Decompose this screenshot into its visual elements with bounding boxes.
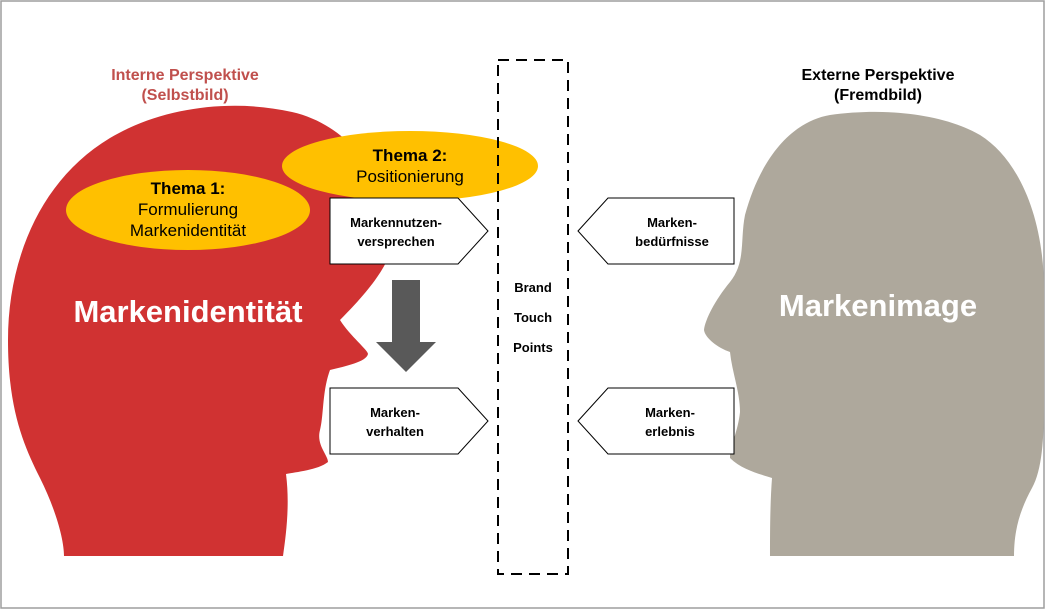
- internal-perspective-subtitle: (Selbstbild): [141, 87, 228, 104]
- theme-1-ellipse: [66, 170, 310, 250]
- touchpoints-box: [497, 59, 569, 575]
- experience-arrow-shape: [577, 387, 735, 455]
- needs-arrow-line-1: Marken-: [647, 215, 697, 230]
- external-perspective-title: Externe Perspektive: [802, 67, 955, 84]
- behavior-arrow-shape: [329, 387, 489, 455]
- experience-arrow-line-2: erlebnis: [645, 424, 695, 439]
- theme-1-line-1: Formulierung: [138, 200, 238, 219]
- theme-2-ellipse: [282, 131, 538, 201]
- experience-arrow-line-1: Marken-: [645, 405, 695, 420]
- internal-perspective-title: Interne Perspektive: [111, 67, 259, 84]
- markenidentitaet-label: Markenidentität: [73, 294, 302, 329]
- touchpoints-line-1: Brand: [514, 280, 552, 295]
- markenimage-label: Markenimage: [779, 288, 977, 323]
- theme-1-line-2: Markenidentität: [130, 221, 247, 240]
- external-perspective-subtitle: (Fremdbild): [834, 87, 922, 104]
- theme-1-title: Thema 1:: [151, 179, 226, 198]
- behavior-arrow-line-2: verhalten: [366, 424, 424, 439]
- touchpoints-line-2: Touch: [514, 310, 552, 325]
- promise-arrow-line-1: Markennutzen-: [350, 215, 442, 230]
- theme-2-text: Positionierung: [356, 167, 464, 186]
- behavior-arrow-line-1: Marken-: [370, 405, 420, 420]
- promise-arrow-line-2: versprechen: [357, 234, 434, 249]
- down-arrow-icon: [376, 280, 436, 372]
- needs-arrow-shape: [577, 197, 735, 265]
- theme-2-title: Thema 2:: [373, 146, 448, 165]
- external-head-silhouette: [704, 111, 1044, 557]
- promise-arrow-shape: [329, 197, 489, 265]
- needs-arrow-line-2: bedürfnisse: [635, 234, 709, 249]
- touchpoints-line-3: Points: [513, 340, 553, 355]
